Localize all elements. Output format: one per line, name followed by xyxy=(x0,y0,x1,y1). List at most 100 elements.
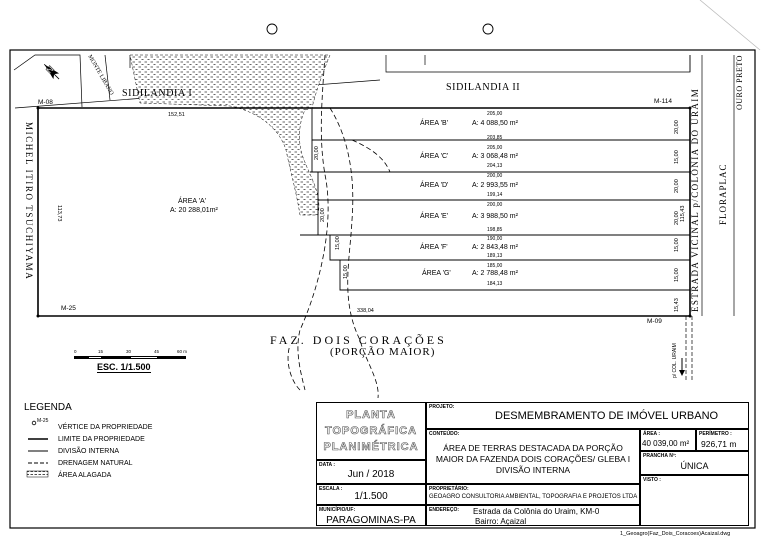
address-cell: ENDEREÇO: Estrada da Colônia do Uraim, K… xyxy=(426,505,640,526)
farm-name: FAZ. DOIS CORAÇÕES xyxy=(270,333,447,347)
sheet-value: ÚNICA xyxy=(680,461,709,471)
area-f-value: A: 2 843,48 m² xyxy=(472,244,518,251)
perimeter-value: 926,71 m xyxy=(701,439,737,449)
scale-tick: 60 m xyxy=(177,349,188,354)
content-line: MAIOR DA FAZENDA DOIS CORAÇÕES/ GLEBA I xyxy=(435,454,631,464)
scale-tick: 45 xyxy=(154,349,160,354)
side-dim-g: 15,00 xyxy=(343,265,349,279)
content-line: DIVISÃO INTERNA xyxy=(495,465,571,475)
sheet-cell: PRANCHA Nº: ÚNICA xyxy=(640,451,749,475)
floraplac-label: FLORAPLAC xyxy=(718,163,728,225)
road-edges xyxy=(685,316,693,380)
area-value: 40 039,00 m² xyxy=(642,439,690,448)
vertex-m08: M-08 xyxy=(38,99,53,106)
right-dim-f: 15,00 xyxy=(674,238,680,252)
perimeter-cell: PERÍMETRO : 926,71 m xyxy=(696,429,749,451)
scale-label: ESC. 1/1.500 xyxy=(97,362,151,373)
scale-tick: 0 xyxy=(74,349,77,354)
approval-cell: VISTO : xyxy=(640,475,749,526)
legend-title: LEGENDA xyxy=(24,402,72,413)
left-edge-dim: 113,73 xyxy=(56,205,62,221)
vertex-m25: M-25 xyxy=(61,305,76,312)
farm-subtitle: (PORÇÃO MAIOR) xyxy=(330,346,436,358)
left-neighbor-label: MICHEL ITIRO TSUCHIYAMA xyxy=(24,122,34,280)
side-dim-f: 15,00 xyxy=(335,236,341,250)
top-edge-dim: 152,51 xyxy=(168,112,185,118)
area-e-name: ÁREA 'E' xyxy=(420,213,448,220)
area-g-value: A: 2 788,48 m² xyxy=(472,270,518,277)
ouro-preto-label: OURO PRETO xyxy=(735,55,744,110)
area-f-top-dim: 190,00 xyxy=(487,236,503,242)
scale-tick: 30 xyxy=(126,349,132,354)
file-name: 1_Geoagro(Faz_Dois_Coracoes)Acaizal.dwg xyxy=(620,531,731,537)
right-dim-d: 20,00 xyxy=(674,179,680,193)
area-d-bottom-dim: 199,14 xyxy=(487,192,503,198)
right-dim-b: 20,00 xyxy=(674,120,680,134)
legend-item: LIMITE DA PROPRIEDADE xyxy=(58,436,145,443)
side-dim-e: 20,00 xyxy=(320,208,326,222)
flooded-area xyxy=(129,54,331,216)
area-d-value: A: 2 993,55 m² xyxy=(472,182,518,189)
binder-hole xyxy=(266,23,278,35)
area-e-bottom-dim: 198,85 xyxy=(487,227,503,233)
site-plan: N ESTRADA VICINAL p/COLÔNIA DO URAIM FLO… xyxy=(13,54,744,399)
date-value: Jun / 2018 xyxy=(347,469,395,480)
side-dim-c: 20,00 xyxy=(314,146,320,160)
area-g-name: ÁREA 'G' xyxy=(422,270,451,277)
address-line: Estrada da Colônia do Uraim, KM-0 xyxy=(473,507,600,516)
owner-value: GEOAGRO CONSULTORIA AMBIENTAL, TOPOGRAFI… xyxy=(429,494,638,500)
area-b-bottom-dim: 203,85 xyxy=(487,135,503,141)
scale-bar: 0 15 30 45 60 m ESC. 1/1.500 xyxy=(74,349,274,379)
area-cell: ÁREA : 40 039,00 m² xyxy=(640,429,696,451)
scale-value: 1/1.500 xyxy=(354,491,388,502)
right-road-label: ESTRADA VICINAL p/COLÔNIA DO URAIM xyxy=(690,88,700,312)
area-c-value: A: 3 068,48 m² xyxy=(472,153,518,160)
right-dim-end: 15,43 xyxy=(674,298,680,312)
area-c-name: ÁREA 'C' xyxy=(420,153,449,160)
property-limit xyxy=(37,107,691,317)
area-d-name: ÁREA 'D' xyxy=(420,182,449,189)
scale-tick: 15 xyxy=(98,349,104,354)
plan-title-line: TOPOGRÁFICA xyxy=(324,425,418,438)
title-block: PLANTA TOPOGRÁFICA PLANIMÉTRICA DATA : J… xyxy=(316,402,749,526)
sidilandia-1-label: SIDILANDIA I xyxy=(122,88,193,99)
natural-drainage xyxy=(287,54,391,399)
area-f-bottom-dim: 189,13 xyxy=(487,253,503,259)
fold-line xyxy=(699,0,761,51)
area-a-name: ÁREA 'A' xyxy=(178,198,206,205)
road-arrow-icon xyxy=(679,358,685,376)
legend: LEGENDA M-25 VÉRTICE DA PROPRIEDADE LIMI… xyxy=(22,402,222,492)
area-c-bottom-dim: 204,13 xyxy=(487,163,503,169)
area-b-value: A: 4 088,50 m² xyxy=(472,120,518,127)
legend-item: ÁREA ALAGADA xyxy=(58,472,112,479)
sidilandia-2-label: SIDILANDIA II xyxy=(446,82,521,93)
vertex-m09: M-09 xyxy=(647,318,662,325)
date-cell: DATA : Jun / 2018 xyxy=(316,460,426,484)
owner-cell: PROPRIETÁRIO: GEOAGRO CONSULTORIA AMBIEN… xyxy=(426,484,640,505)
legend-item: DIVISÃO INTERNA xyxy=(58,448,120,455)
binder-hole xyxy=(482,23,494,35)
legend-vertex-symbol: M-25 xyxy=(37,418,49,424)
area-b-name: ÁREA 'B' xyxy=(420,120,448,127)
internal-divisions xyxy=(300,108,690,291)
col-uraim-label: p/ COL. URAIM xyxy=(672,343,678,378)
address-line: Bairro: Açaizal xyxy=(475,517,527,526)
area-c-top-dim: 205,00 xyxy=(487,145,503,151)
plan-title-cell: PLANTA TOPOGRÁFICA PLANIMÉTRICA xyxy=(316,402,426,460)
right-dim-g: 15,00 xyxy=(674,268,680,282)
area-f-name: ÁREA 'F' xyxy=(420,244,448,251)
scale-cell: ESCALA : 1/1.500 xyxy=(316,484,426,505)
area-e-value: A: 3 988,50 m² xyxy=(472,213,518,220)
area-b-top-dim: 205,00 xyxy=(487,111,503,117)
right-dim-c: 15,00 xyxy=(674,150,680,164)
legend-item: VÉRTICE DA PROPRIEDADE xyxy=(58,424,153,431)
vertex-m114: M-114 xyxy=(654,98,672,105)
content-line: ÁREA DE TERRAS DESTACADA DA PORÇÃO xyxy=(443,443,623,453)
north-arrow-icon: N xyxy=(43,64,60,80)
monte-libano-label: MONTE LIBANO xyxy=(86,54,114,97)
plan-title-line: PLANTA xyxy=(346,409,396,422)
municipality-cell: MUNICÍPIO/UF: PARAGOMINAS-PA xyxy=(316,505,426,526)
municipality-value: PARAGOMINAS-PA xyxy=(326,515,416,526)
legend-item: DRENAGEM NATURAL xyxy=(58,460,133,467)
